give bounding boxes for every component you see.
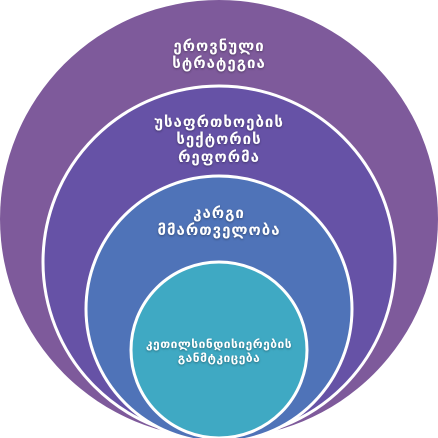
security-sector-reform-label: უსაფრთხოების სექტორის რეფორმა xyxy=(0,113,438,166)
inner-circle xyxy=(129,260,309,438)
national-strategy-label: ეროვნული სტრატეგია xyxy=(0,37,438,73)
label-line: სტრატეგია xyxy=(172,54,266,73)
label-line: სექტორის xyxy=(176,130,262,149)
label-line: განმტკიცება xyxy=(177,350,261,365)
label-line: რეფორმა xyxy=(178,147,260,166)
label-line: ეროვნული xyxy=(173,37,265,55)
label-line: კარგი xyxy=(193,204,245,222)
label-line: მმართველობა xyxy=(157,221,281,240)
good-governance-label: კარგი მმართველობა xyxy=(0,204,438,240)
label-line: კეთილსინდისიერების xyxy=(145,337,293,351)
label-line: უსაფრთხოების xyxy=(154,113,284,131)
capacity-development-label: კეთილსინდისიერების განმტკიცება xyxy=(0,337,438,366)
